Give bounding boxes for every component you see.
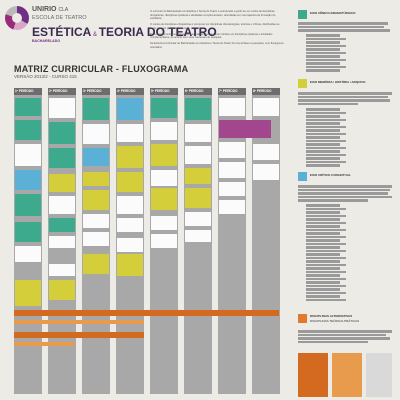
course-block[interactable] xyxy=(49,148,75,168)
course-block[interactable] xyxy=(117,124,143,142)
course-block[interactable] xyxy=(15,144,41,166)
elective-band xyxy=(14,332,144,338)
course-list xyxy=(306,108,346,168)
section-title: EIXO MEMÓRIA / HISTÓRIA / ARQUIVO xyxy=(310,80,366,84)
cenico-dramaturgico-icon xyxy=(298,10,307,19)
section-title: EIXO CÊNICO-DRAMATÚRGICO xyxy=(310,11,356,15)
bacharelado-label: BACHARELADO xyxy=(32,39,61,43)
course-block[interactable] xyxy=(117,218,143,232)
elective-band xyxy=(14,310,279,316)
alternativas-icon xyxy=(298,314,307,323)
course-block[interactable] xyxy=(49,98,75,118)
curriculum-grid: 1º PERÍODO 2º PERÍODO 3º PERÍODO 4º PERÍ… xyxy=(14,88,284,394)
course-block[interactable] xyxy=(151,98,177,118)
elective-legend xyxy=(298,353,394,397)
course-block[interactable] xyxy=(49,236,75,248)
critico-conceitual-icon xyxy=(298,172,307,181)
course-block[interactable] xyxy=(151,234,177,248)
course-block[interactable] xyxy=(185,98,211,120)
elective-band xyxy=(14,342,74,346)
course-block[interactable] xyxy=(15,194,41,216)
course-block[interactable] xyxy=(219,98,245,116)
course-block[interactable] xyxy=(117,238,143,252)
course-block[interactable] xyxy=(15,280,41,306)
course-block[interactable] xyxy=(253,98,279,116)
course-block[interactable] xyxy=(49,196,75,214)
section-text xyxy=(298,185,394,203)
course-block[interactable] xyxy=(83,98,109,120)
course-block[interactable] xyxy=(83,214,109,228)
course-title: ESTÉTICA & TEORIA DO TEATRO xyxy=(32,25,217,39)
course-block[interactable] xyxy=(49,122,75,144)
course-block[interactable] xyxy=(151,216,177,230)
course-block[interactable] xyxy=(253,144,279,160)
section-text xyxy=(298,92,394,106)
legend-block xyxy=(298,353,328,397)
course-block[interactable] xyxy=(219,142,245,158)
elective-band xyxy=(14,320,144,324)
course-block[interactable] xyxy=(83,172,109,186)
course-block[interactable] xyxy=(219,120,271,138)
memoria-historia-icon xyxy=(298,79,307,88)
course-block[interactable] xyxy=(15,170,41,190)
course-block[interactable] xyxy=(151,170,177,186)
course-block[interactable] xyxy=(117,172,143,192)
intro-text: O currículo do Bacharelado em Estética e… xyxy=(150,10,284,49)
course-block[interactable] xyxy=(83,124,109,144)
course-block[interactable] xyxy=(185,230,211,242)
section-subtitle: DISCIPLINAS TEÓRICO-PRÁTICAS xyxy=(310,319,360,323)
unirio-label: UNIRIO CLA xyxy=(32,6,69,13)
unirio-logo-icon xyxy=(5,6,29,30)
section-text xyxy=(298,22,394,33)
course-block[interactable] xyxy=(49,174,75,192)
course-block[interactable] xyxy=(253,164,279,180)
course-block[interactable] xyxy=(49,264,75,276)
section-title: EIXO CRÍTICO CONCEITUAL xyxy=(310,173,351,177)
course-block[interactable] xyxy=(15,222,41,242)
course-block[interactable] xyxy=(83,148,109,166)
period-column-7: 7º PERÍODO xyxy=(218,88,246,394)
course-list xyxy=(306,34,346,73)
course-block[interactable] xyxy=(49,280,75,300)
legend-block xyxy=(366,353,392,397)
course-block[interactable] xyxy=(151,144,177,166)
course-block[interactable] xyxy=(185,188,211,208)
course-block[interactable] xyxy=(219,182,245,196)
course-block[interactable] xyxy=(83,254,109,274)
course-list xyxy=(306,204,346,302)
escola-label: ESCOLA DE TEATRO xyxy=(32,15,87,21)
course-block[interactable] xyxy=(83,190,109,210)
course-block[interactable] xyxy=(151,188,177,210)
course-block[interactable] xyxy=(185,124,211,142)
course-block[interactable] xyxy=(117,196,143,214)
course-block[interactable] xyxy=(83,232,109,246)
course-block[interactable] xyxy=(117,146,143,168)
course-block[interactable] xyxy=(117,98,143,120)
page-subtitle: VERSÃO 2013/2 - CURSO 415 xyxy=(14,74,77,79)
course-block[interactable] xyxy=(15,246,41,262)
course-block[interactable] xyxy=(117,254,143,276)
period-column-8: 8º PERÍODO xyxy=(252,88,280,394)
course-block[interactable] xyxy=(185,146,211,164)
course-block[interactable] xyxy=(219,200,245,214)
legend-block xyxy=(332,353,362,397)
section-title: DISCIPLINAS ALTERNATIVAS xyxy=(310,314,353,318)
course-block[interactable] xyxy=(49,218,75,232)
course-block[interactable] xyxy=(15,120,41,140)
course-block[interactable] xyxy=(185,212,211,226)
course-block[interactable] xyxy=(15,98,41,116)
course-block[interactable] xyxy=(185,168,211,184)
section-text xyxy=(298,330,394,344)
page-title: MATRIZ CURRICULAR - FLUXOGRAMA xyxy=(14,64,189,74)
course-block[interactable] xyxy=(151,122,177,140)
course-block[interactable] xyxy=(219,162,245,178)
